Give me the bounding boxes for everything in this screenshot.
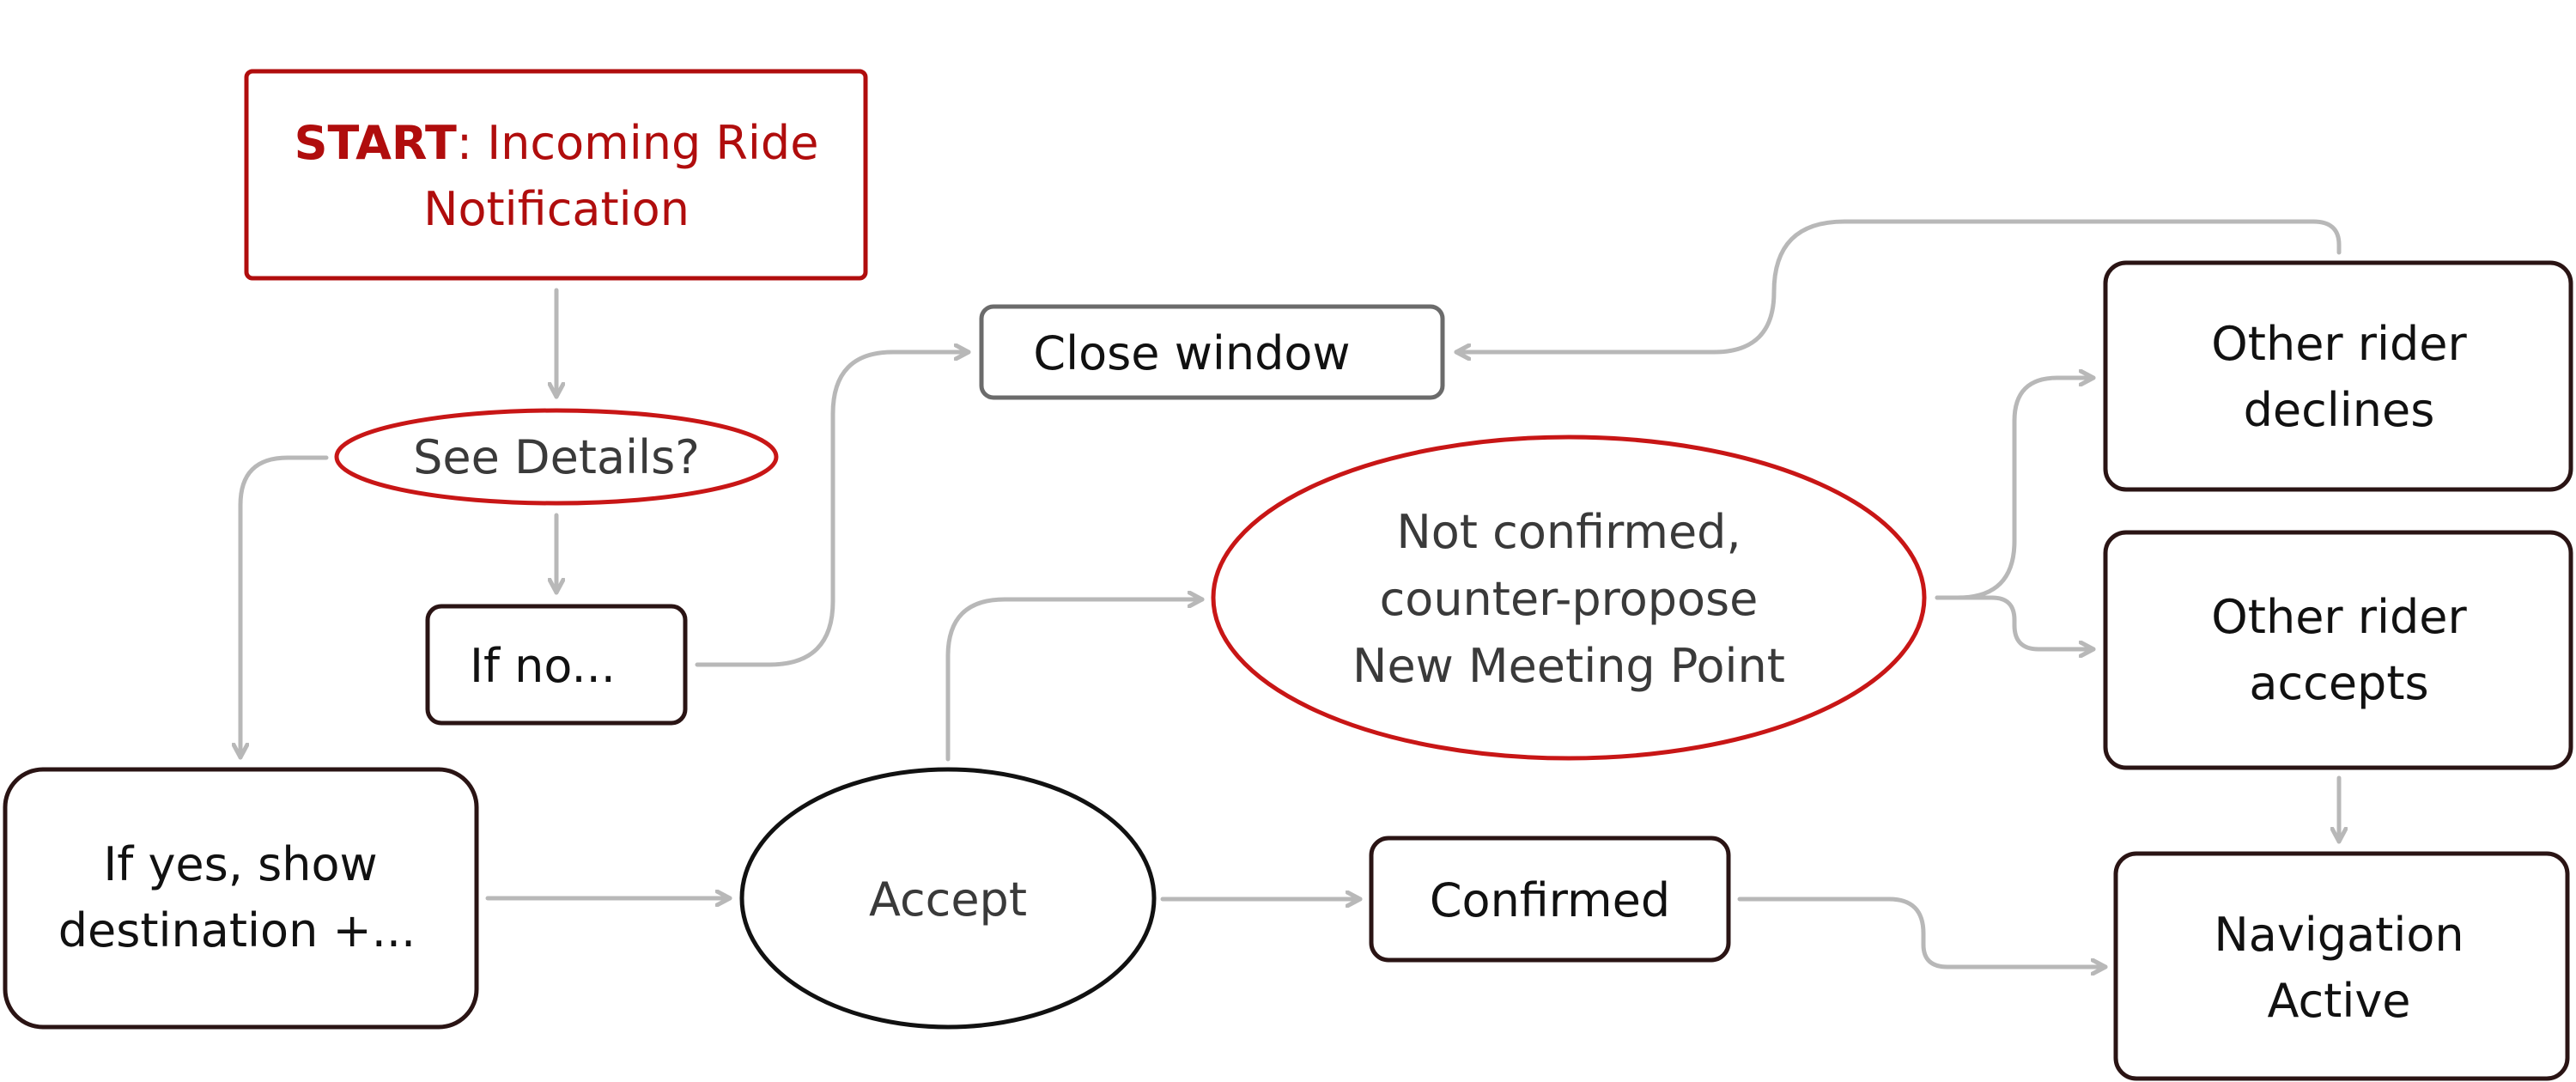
close-window-label: Close window xyxy=(1033,326,1350,380)
other-accepts-line2: accepts xyxy=(2249,656,2428,710)
confirmed-label: Confirmed xyxy=(1430,873,1670,927)
start-node-line1-rest: : Incoming Ride xyxy=(457,116,819,170)
navigation-node: Navigation Active xyxy=(2113,851,2570,1081)
connectors xyxy=(240,219,2342,967)
navigation-line2: Active xyxy=(2267,974,2410,1028)
not-confirmed-line2: counter-propose xyxy=(1380,572,1759,626)
other-declines-line2: declines xyxy=(2244,383,2435,437)
edge-confirmed-to-navigation xyxy=(1737,897,2108,967)
edge-see-details-to-if-yes xyxy=(240,455,329,760)
not-confirmed-line1: Not confirmed, xyxy=(1396,505,1741,559)
not-confirmed-line3: New Meeting Point xyxy=(1352,639,1785,693)
edge-not-confirmed-to-other-accepts xyxy=(1935,595,2096,649)
if-yes-node: If yes, show destination +... xyxy=(3,767,479,1030)
other-accepts-node: Other rider accepts xyxy=(2103,530,2573,770)
close-window-node: Close window xyxy=(979,304,1445,400)
see-details-decision: See Details? xyxy=(334,408,779,506)
accept-label: Accept xyxy=(869,872,1027,927)
if-no-label: If no... xyxy=(470,639,616,693)
not-confirmed-node: Not confirmed, counter-propose New Meeti… xyxy=(1211,435,1927,761)
if-yes-line2: destination +... xyxy=(58,903,416,957)
other-accepts-line1: Other rider xyxy=(2211,590,2467,644)
start-node-line2: Notification xyxy=(423,182,690,236)
navigation-line1: Navigation xyxy=(2214,908,2464,962)
edge-not-confirmed-to-other-declines xyxy=(1935,378,2096,600)
see-details-label: See Details? xyxy=(413,430,700,484)
other-declines-line1: Other rider xyxy=(2211,317,2467,371)
edge-accept-to-not-confirmed xyxy=(945,599,1205,762)
edge-other-declines-to-close-window xyxy=(1454,219,2342,352)
start-node: START: Incoming Ride Notification xyxy=(244,69,868,281)
start-node-line1: START: Incoming Ride xyxy=(295,116,819,170)
other-declines-node: Other rider declines xyxy=(2103,260,2573,492)
accept-node: Accept xyxy=(739,767,1157,1030)
confirmed-node: Confirmed xyxy=(1369,836,1731,963)
if-yes-line1: If yes, show xyxy=(103,837,377,891)
start-label: START xyxy=(295,116,457,170)
if-no-node: If no... xyxy=(425,604,688,726)
edge-if-no-to-close-window xyxy=(695,352,971,667)
